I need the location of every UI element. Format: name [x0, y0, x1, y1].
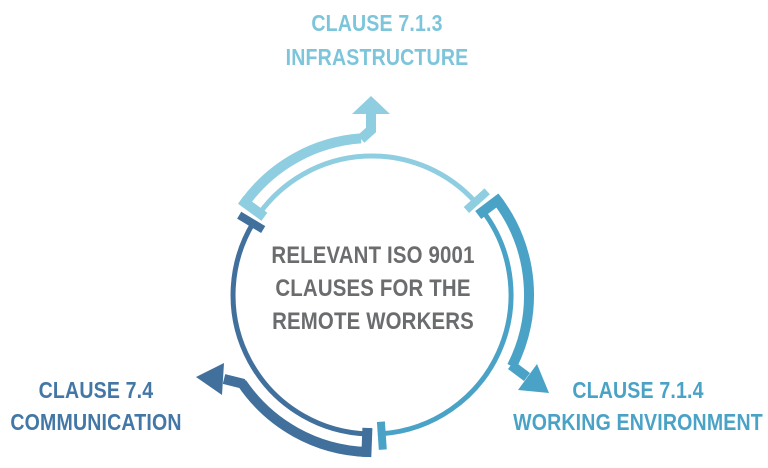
inner-ring-arc-top [257, 153, 478, 215]
label-infrastructure: CLAUSE 7.1.3 INFRASTRUCTURE [286, 6, 469, 74]
inner-ring-arc-left [230, 222, 368, 437]
inner-ring-end-tick-left [237, 211, 266, 234]
cycle-arrow-infrastructure [237, 96, 490, 221]
arrow-arc-top [240, 133, 362, 206]
label-communication: CLAUSE 7.4 COMMUNICATION [10, 374, 181, 438]
clause-number: CLAUSE 7.1.4 [572, 377, 704, 403]
arrow-arc-right [493, 197, 535, 369]
inner-ring-arc-right [381, 209, 514, 437]
clause-number: CLAUSE 7.4 [38, 377, 154, 403]
cycle-arrow-working-environment [376, 193, 549, 450]
arrow-arc-left [237, 379, 367, 457]
clause-name: WORKING ENVIRONMENT [513, 409, 763, 435]
clause-name: COMMUNICATION [10, 409, 182, 435]
inner-ring-end-tick-top [463, 188, 490, 213]
center-caption-line: CLAUSES FOR THE [275, 275, 471, 302]
clause-number: CLAUSE 7.1.3 [311, 10, 443, 36]
arrowhead-left-icon [196, 363, 224, 395]
arrowhead-up-icon [352, 96, 390, 114]
cycle-arrow-communication [196, 211, 373, 458]
arrowhead-down-right-icon [518, 364, 549, 393]
center-caption: RELEVANT ISO 9001 CLAUSES FOR THE REMOTE… [271, 239, 474, 338]
center-caption-line: RELEVANT ISO 9001 [271, 242, 475, 269]
inner-ring-end-tick-right [376, 421, 387, 450]
clause-name: INFRASTRUCTURE [285, 44, 469, 70]
center-caption-line: REMOTE WORKERS [272, 308, 474, 335]
arrow-neck-right [508, 361, 530, 381]
label-working-environment: CLAUSE 7.1.4 WORKING ENVIRONMENT [513, 374, 763, 438]
arrow-neck-left [222, 374, 246, 389]
arrow-neck-top [357, 112, 376, 143]
